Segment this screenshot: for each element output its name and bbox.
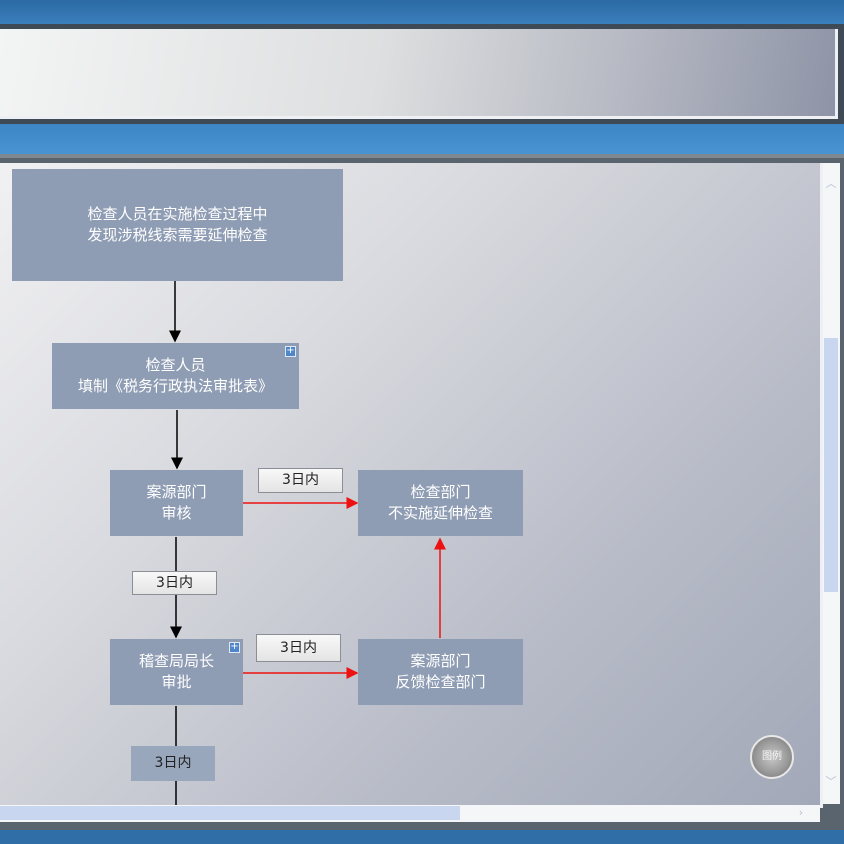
step-review-line2: 审核	[161, 504, 192, 522]
step-no-extend-box[interactable]: 检查部门 不实施延伸检查	[358, 470, 523, 536]
duration-label: 3日内	[131, 746, 215, 781]
step-director-line2: 审批	[161, 673, 192, 691]
expand-plus-icon[interactable]: +	[229, 641, 240, 653]
expand-plus-icon[interactable]: +	[285, 345, 296, 357]
step-start-box[interactable]: 检查人员在实施检查过程中 发现涉税线索需要延伸检查	[12, 169, 343, 281]
top-bar	[0, 0, 844, 24]
step-feedback-line2: 反馈检查部门	[395, 673, 486, 691]
legend-button[interactable]: 图例	[750, 735, 794, 779]
canvas-edge	[820, 163, 823, 808]
step-director-box[interactable]: + 稽查局局长 审批	[110, 639, 243, 705]
step-no-extend-line1: 检查部门	[410, 483, 471, 501]
step-start-line2: 发现涉税线索需要延伸检查	[87, 226, 268, 244]
step-director-line1: 稽查局局长	[138, 652, 214, 670]
step-review-line1: 案源部门	[146, 483, 207, 501]
duration-label: 3日内	[258, 468, 343, 493]
chevron-up-icon[interactable]: ︿	[825, 177, 837, 190]
header-panel	[0, 29, 838, 119]
step-fill-form-box[interactable]: + 检查人员 填制《税务行政执法审批表》	[52, 343, 299, 409]
step-feedback-line1: 案源部门	[410, 652, 471, 670]
chevron-down-icon[interactable]: ﹀	[825, 775, 837, 788]
vertical-scroll-thumb[interactable]	[824, 338, 838, 592]
step-feedback-box[interactable]: 案源部门 反馈检查部门	[358, 639, 523, 705]
step-fill-form-line1: 检查人员	[145, 356, 206, 374]
horizontal-scroll-thumb[interactable]	[0, 806, 460, 820]
section-bar	[0, 124, 844, 158]
step-start-line1: 检查人员在实施检查过程中	[87, 205, 268, 223]
duration-label: 3日内	[132, 571, 217, 595]
step-no-extend-line2: 不实施延伸检查	[387, 504, 493, 522]
step-fill-form-line2: 填制《税务行政执法审批表》	[77, 377, 273, 395]
step-review-box[interactable]: 案源部门 审核	[110, 470, 243, 536]
duration-label: 3日内	[256, 634, 341, 662]
chevron-right-icon[interactable]: ›	[798, 806, 804, 819]
section-divider	[0, 154, 844, 158]
bottom-bar	[0, 830, 844, 844]
